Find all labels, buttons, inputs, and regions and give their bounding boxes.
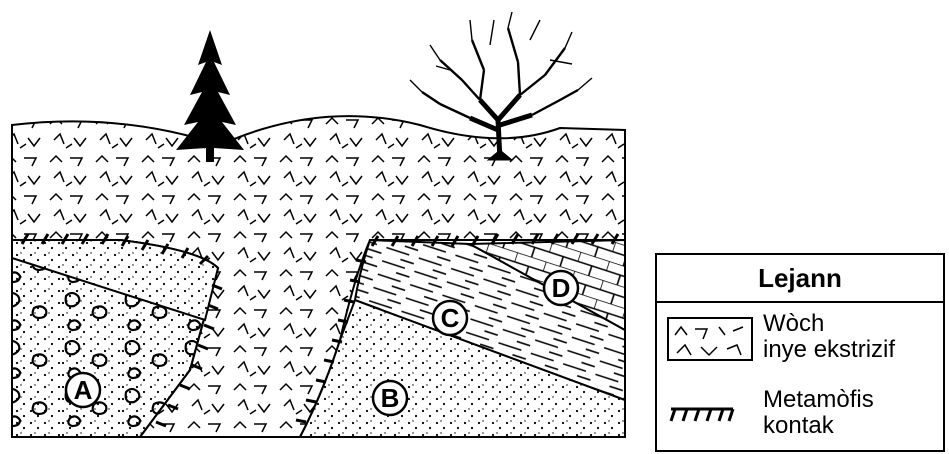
legend-item-contact-line1: Metamòfis — [763, 387, 874, 413]
svg-text:C: C — [441, 303, 460, 333]
legend-item-contact-line2: kontak — [763, 413, 834, 439]
legend-item-extrusive-line2: inye ekstrizif — [763, 337, 895, 363]
rock-label-a: A — [66, 373, 100, 407]
legend-item-extrusive-line1: Wòch — [763, 311, 824, 337]
contact-hatch-icon — [669, 403, 739, 425]
svg-text:A: A — [74, 375, 93, 405]
legend: Lejann Wòch inye ekstrizif Metamòfis kon… — [655, 253, 945, 452]
rock-label-c: C — [433, 301, 467, 335]
legend-title: Lejann — [657, 255, 943, 303]
extrusive-rock-pattern-icon — [667, 317, 753, 361]
pine-tree-icon — [176, 30, 244, 162]
svg-text:B: B — [381, 383, 400, 413]
legend-item-contact: Metamòfis kontak — [657, 387, 943, 447]
rock-label-d: D — [544, 271, 578, 305]
svg-text:D: D — [552, 273, 571, 303]
legend-item-extrusive: Wòch inye ekstrizif — [657, 311, 943, 371]
rock-label-b: B — [373, 381, 407, 415]
